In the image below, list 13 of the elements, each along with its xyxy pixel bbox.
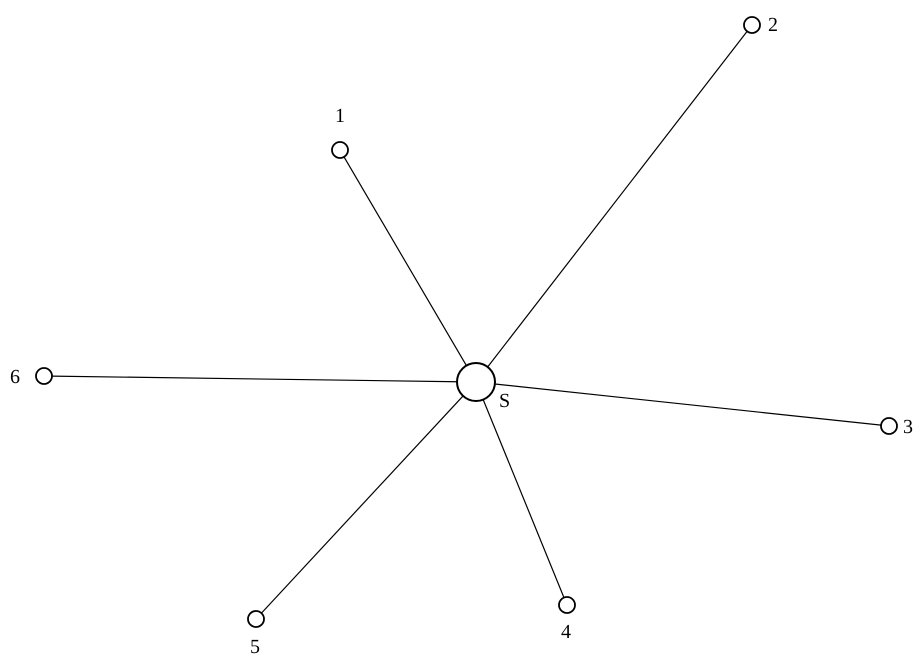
node-label: S	[499, 391, 510, 411]
connector-line	[52, 376, 457, 382]
connector-line	[482, 399, 565, 598]
connector-line	[344, 156, 467, 366]
connector-line	[261, 396, 464, 614]
node-label: 6	[10, 367, 20, 387]
node-label: 2	[768, 15, 778, 35]
connector-line	[487, 30, 748, 368]
node-label: 5	[250, 637, 260, 656]
node-label: 1	[335, 106, 345, 126]
node-label: 3	[903, 417, 913, 437]
connector-line	[494, 383, 882, 426]
node-label: 4	[561, 622, 571, 642]
